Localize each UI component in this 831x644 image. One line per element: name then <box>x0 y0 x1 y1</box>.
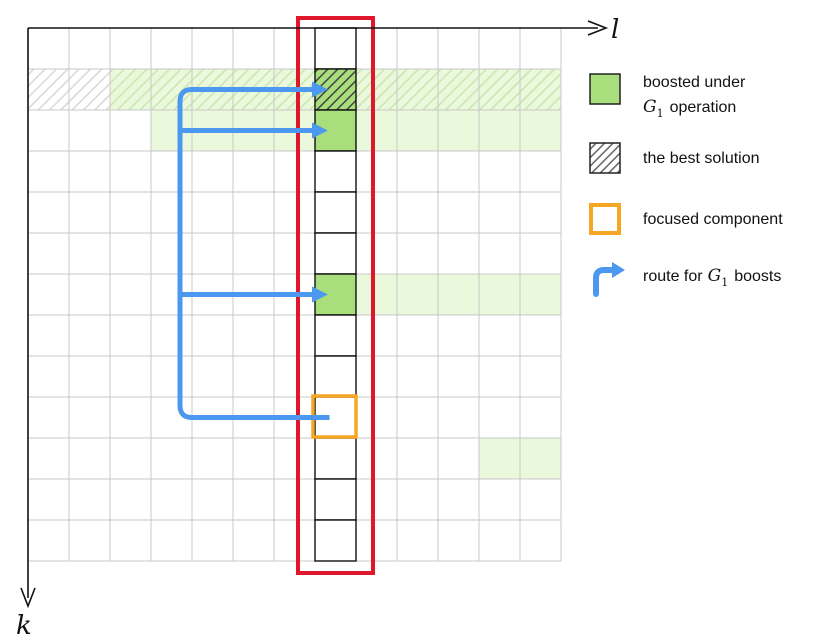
legend-focused-label: focused component <box>643 211 783 228</box>
column-cell <box>314 150 357 193</box>
focus-column <box>296 16 375 575</box>
light-green-cell <box>479 438 520 479</box>
legend-focused-swatch <box>589 203 621 235</box>
column-cell <box>314 232 357 275</box>
light-green-cell <box>438 274 479 315</box>
route-main-path <box>177 81 330 420</box>
best-solution-row-cell <box>69 69 110 110</box>
legend-boosted-swatch <box>589 73 621 105</box>
y-axis-label: k <box>16 611 32 641</box>
column-cell <box>314 314 357 357</box>
x-axis-label: l <box>611 15 619 45</box>
column-cell <box>314 355 357 398</box>
legend-route-icon <box>593 267 617 297</box>
light-green-cell <box>438 69 479 110</box>
x-axis-arrow <box>587 20 609 36</box>
light-green-cell <box>479 69 520 110</box>
light-green-cell <box>397 110 438 151</box>
y-axis-arrow <box>20 587 36 609</box>
legend-best-swatch <box>589 142 621 174</box>
light-green-cell <box>397 274 438 315</box>
column-cell <box>314 191 357 234</box>
best-solution-row-cell <box>28 69 69 110</box>
light-green-cell <box>520 69 561 110</box>
light-green-cell <box>356 69 397 110</box>
light-green-cell <box>520 274 561 315</box>
g1-routes <box>177 81 330 420</box>
column-cell <box>314 437 357 480</box>
column-cell <box>314 519 357 562</box>
column-cell <box>314 478 357 521</box>
light-green-cell <box>397 69 438 110</box>
light-green-cell <box>479 274 520 315</box>
legend-route-arrowhead <box>612 262 625 278</box>
light-green-cell <box>520 438 561 479</box>
column-cell <box>314 27 357 70</box>
legend-best-label: the best solution <box>643 150 760 167</box>
light-green-cell <box>438 110 479 151</box>
light-green-cell <box>356 110 397 151</box>
light-green-cell <box>356 274 397 315</box>
light-green-cell <box>110 69 151 110</box>
light-green-cell <box>479 110 520 151</box>
legend-boosted-line1: boosted under <box>643 74 746 91</box>
light-green-cell <box>520 110 561 151</box>
